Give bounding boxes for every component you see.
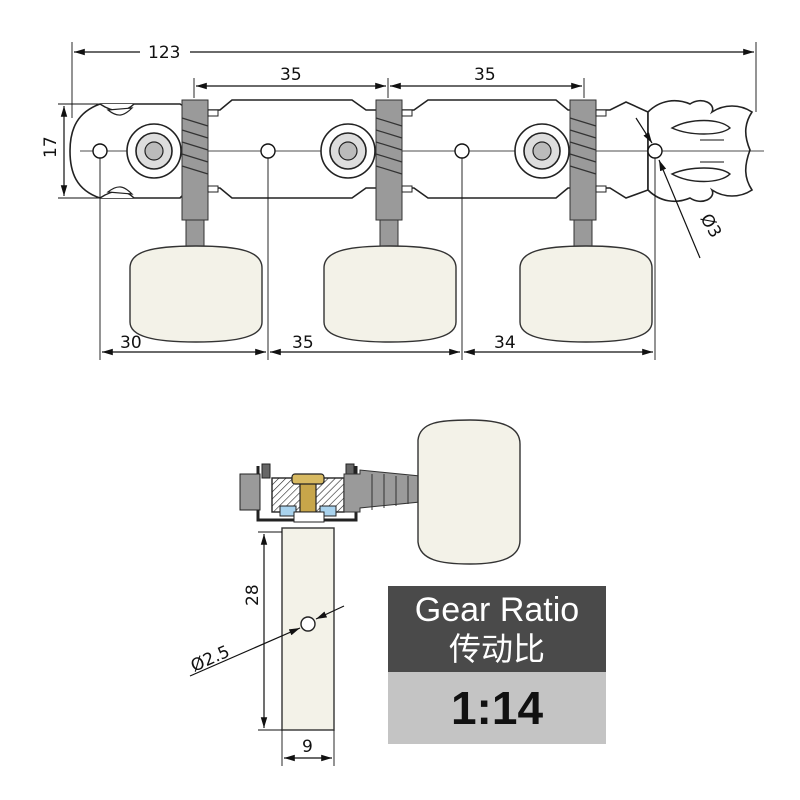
dim-label-35: 35	[292, 333, 314, 353]
dim-label-30: 30	[120, 333, 142, 353]
lyre-end	[647, 99, 754, 203]
string-post	[281, 527, 335, 731]
tuner-station-2	[320, 99, 413, 247]
dim-label-17: 17	[41, 136, 61, 158]
dim-post-length: 28	[243, 531, 282, 731]
knob-2	[323, 245, 457, 343]
gear-ratio-value: 1:14	[388, 672, 606, 744]
dim-bottom: 30 35 34	[99, 158, 656, 360]
dim-label-9: 9	[302, 737, 313, 757]
gear-ratio-header: Gear Ratio 传动比	[388, 586, 606, 672]
tuner-station-1	[126, 99, 219, 247]
side-knob	[417, 419, 521, 565]
mounting-holes	[92, 143, 663, 159]
knob-3	[519, 245, 653, 343]
knob-1	[129, 245, 263, 343]
dim-post-width: 9	[281, 730, 335, 766]
gear-ratio-label-cn: 传动比	[448, 630, 545, 668]
dim-label-spacing-2: 35	[474, 65, 496, 85]
dim-label-123: 123	[148, 43, 180, 63]
dim-label-d2-5: Ø2.5	[188, 642, 233, 677]
tuner-station-3	[514, 99, 607, 247]
dim-overall-length: 123	[71, 42, 757, 118]
gear-ratio-box: Gear Ratio 传动比 1:14	[388, 586, 606, 744]
dim-label-spacing-1: 35	[280, 65, 302, 85]
dim-plate-height: 17	[41, 103, 100, 199]
dim-label-34: 34	[494, 333, 516, 353]
gear-ratio-label-en: Gear Ratio	[414, 591, 580, 629]
dim-label-28: 28	[243, 584, 263, 606]
dim-label-d3: Ø3	[696, 211, 725, 242]
section-view	[239, 419, 521, 565]
dim-spacing: 35 35	[193, 64, 585, 98]
